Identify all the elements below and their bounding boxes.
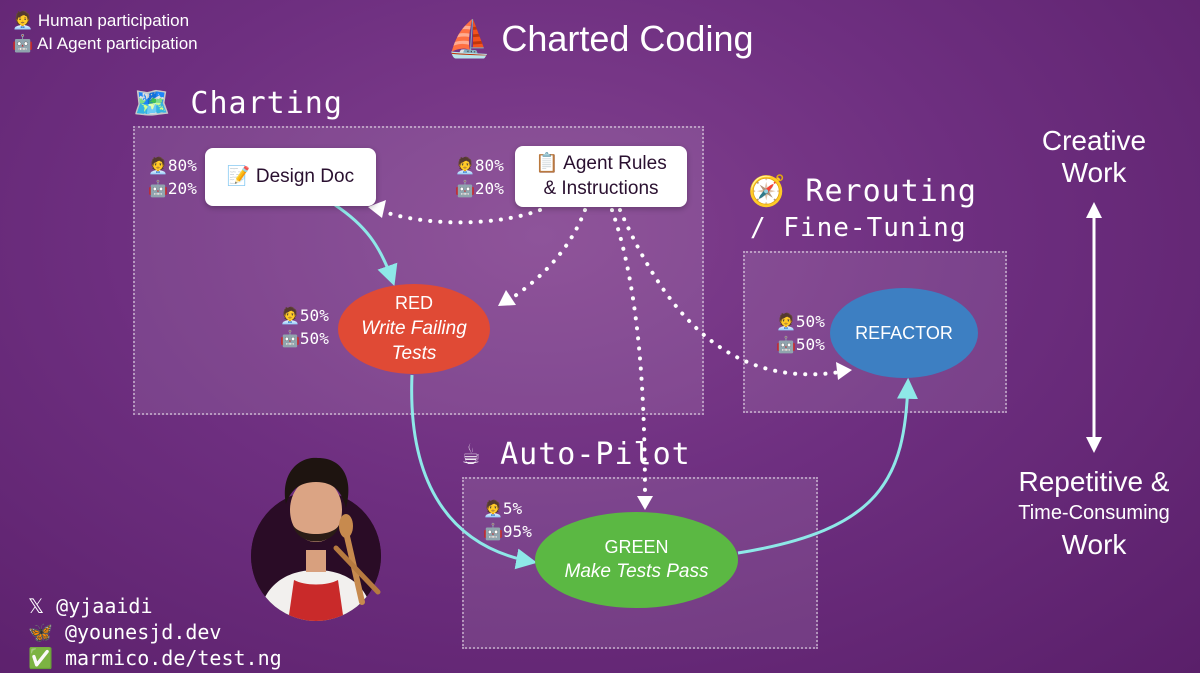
scale-top-label: Creative Work [994,125,1194,189]
dotted-rules-to-design [376,208,542,225]
dotted-arrowhead-red [498,290,516,306]
refactor-agent-pct: 🤖50% [776,335,825,354]
arrow-red-to-green [410,374,538,570]
red-title: RED [394,293,433,314]
green-node: GREEN Make Tests Pass [535,512,738,608]
dotted-arrowhead-design [368,200,386,218]
scale-bottom-line-1: Repetitive & [1018,466,1170,497]
legend-human: 🧑‍💼 Human participation [12,11,190,30]
scale-arrow-down [1086,437,1102,453]
red-subtitle-1: Write Failing [361,317,467,339]
scale-bottom-line-3: Work [1061,529,1127,561]
design-doc-agent-pct: 🤖20% [148,179,197,198]
design-doc-human-pct: 🧑‍💼80% [148,156,197,175]
scale-top-line-2: Work [1061,157,1127,189]
dotted-arrowhead-refactor [836,362,852,380]
scale-arrow-up [1086,202,1102,218]
page-title: ⛵ Charted Coding [446,18,754,59]
refactor-title: REFACTOR [855,322,953,343]
green-title: GREEN [604,537,669,558]
arrow-design-to-red [334,203,398,286]
red-subtitle-2: Tests [391,343,437,365]
refactor-node: REFACTOR [830,288,978,378]
red-human-pct: 🧑‍💼50% [280,306,329,325]
design-doc-participation: 🧑‍💼80% 🤖20% [148,154,197,200]
legend-agent: 🤖 AI Agent participation [12,34,198,53]
green-participation: 🧑‍💼5% 🤖95% [483,497,532,543]
rerouting-subtitle: / Fine-Tuning [750,213,967,243]
rerouting-title: 🧭 Rerouting [748,174,977,209]
scale-bottom-label: Repetitive & Time-Consuming Work [994,466,1194,561]
charting-title: 🗺️ Charting [133,86,343,121]
agent-rules-label-2: & Instructions [543,177,659,199]
agent-rules-card: 📋 Agent Rules & Instructions [515,146,687,207]
dotted-rules-to-green [610,208,647,502]
avatar [251,457,381,621]
autopilot-title: ☕ Auto-Pilot [462,437,691,472]
green-human-pct: 🧑‍💼5% [483,499,523,518]
refactor-participation: 🧑‍💼50% 🤖50% [776,310,825,356]
agent-rules-participation: 🧑‍💼80% 🤖20% [455,154,504,200]
dotted-rules-to-refactor [618,208,842,377]
scale-bottom-line-2: Time-Consuming [1018,502,1170,525]
red-agent-pct: 🤖50% [280,329,329,348]
social-bsky-link[interactable]: 🦋 @younesjd.dev [28,620,222,644]
agent-rules-agent-pct: 🤖20% [455,179,504,198]
red-participation: 🧑‍💼50% 🤖50% [280,304,329,350]
agent-rules-human-pct: 🧑‍💼80% [455,156,504,175]
dotted-rules-to-red [504,208,587,304]
arrow-green-to-refactor [737,377,918,555]
green-subtitle: Make Tests Pass [564,561,709,583]
red-node: RED Write Failing Tests [338,284,490,374]
design-doc-card: 📝 Design Doc [205,148,376,206]
social-web-link[interactable]: ✅ marmico.de/test.ng [28,646,282,670]
green-agent-pct: 🤖95% [483,522,532,541]
dotted-arrowhead-green [637,496,653,510]
agent-rules-label-1: 📋 Agent Rules [535,152,667,174]
social-x-link[interactable]: 𝕏 @yjaaidi [28,594,153,618]
refactor-human-pct: 🧑‍💼50% [776,312,825,331]
scale-top-line-1: Creative [1041,125,1147,156]
design-doc-label: 📝 Design Doc [226,165,355,187]
